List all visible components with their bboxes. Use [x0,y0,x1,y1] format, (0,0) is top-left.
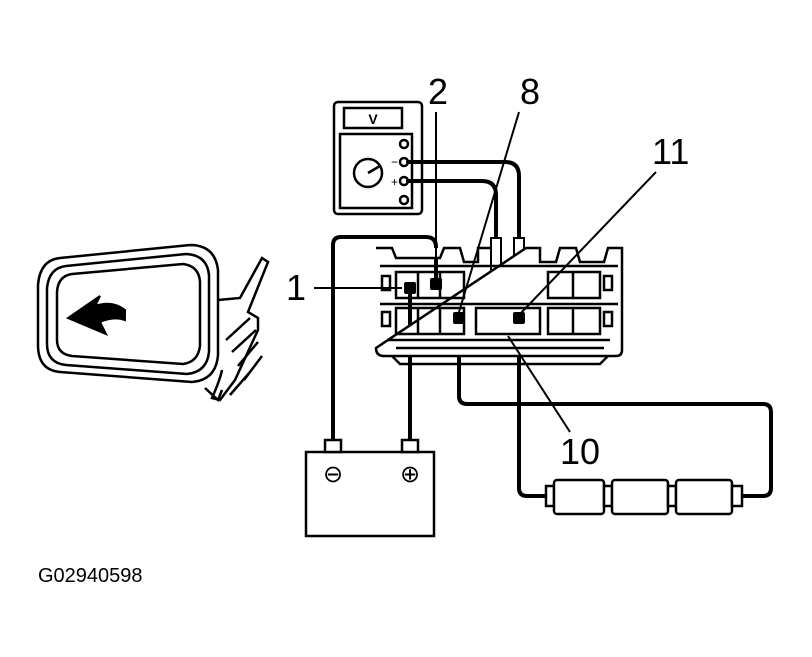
meter-plus-label: + [391,175,398,189]
terminal-label-10: 10 [560,431,600,472]
battery-negative-symbol: ⊖ [323,461,343,488]
leader-lines [314,111,657,433]
voltmeter-icon [332,100,424,216]
battery-icon [304,438,436,538]
meter-minus-label: − [391,155,398,169]
battery-positive-symbol: ⊕ [400,461,420,488]
terminal-label-1: 1 [286,267,306,308]
voltmeter-display: V [368,111,378,127]
figure-code: G02940598 [38,565,143,587]
connector-icon [374,246,624,366]
resistor-icon [544,478,744,516]
arrow-left-icon [65,295,126,336]
terminal-label-8: 8 [520,71,540,112]
mirror-icon [36,243,270,403]
terminal-contacts [404,278,525,324]
terminal-label-11: 11 [652,131,689,172]
terminal-label-2: 2 [428,71,448,112]
